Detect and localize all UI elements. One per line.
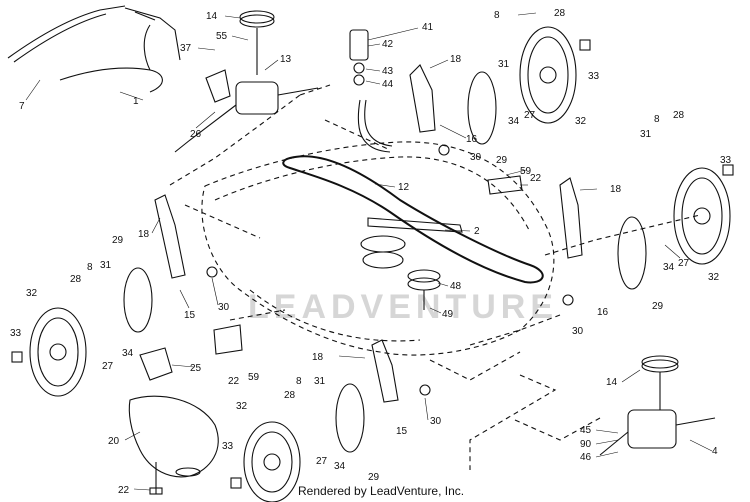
callout-33: 33 (10, 328, 22, 339)
callout-32: 32 (708, 272, 720, 283)
callout-34: 34 (122, 348, 134, 359)
callout-18: 18 (312, 352, 324, 363)
callout-27: 27 (316, 456, 328, 467)
callout-31: 31 (100, 260, 112, 271)
callout-14: 14 (606, 377, 618, 388)
callout-27: 27 (102, 361, 114, 372)
callout-7: 7 (19, 101, 25, 112)
callout-8: 8 (654, 114, 660, 125)
deflector (128, 395, 219, 478)
callout-29: 29 (496, 155, 508, 166)
callout-26: 26 (190, 129, 202, 140)
part-41-assembly (349, 29, 393, 153)
height-adjusters (154, 64, 583, 403)
callout-27: 27 (524, 110, 536, 121)
watermark: LEADVENTURE (248, 288, 558, 326)
hubcaps (123, 71, 647, 453)
credit-text: Rendered by LeadVenture, Inc. (298, 484, 465, 498)
callout-labels: 7 1 14 37 55 13 26 41 42 43 44 18 16 30 … (10, 8, 732, 496)
callout-18: 18 (610, 184, 622, 195)
callout-2: 2 (474, 226, 480, 237)
blade-assembly (360, 217, 463, 310)
callout-32: 32 (26, 288, 38, 299)
callout-30: 30 (572, 326, 584, 337)
callout-18: 18 (450, 54, 462, 65)
callout-28: 28 (284, 390, 296, 401)
callout-25: 25 (190, 363, 202, 374)
callout-8: 8 (87, 262, 93, 273)
leader-lines (25, 12, 713, 491)
callout-30: 30 (430, 416, 442, 427)
callout-29: 29 (112, 235, 124, 246)
callout-48: 48 (450, 281, 462, 292)
callout-30: 30 (470, 152, 482, 163)
wheel-bottom (243, 421, 301, 502)
callout-46: 46 (580, 452, 592, 463)
callout-31: 31 (314, 376, 326, 387)
callout-34: 34 (334, 461, 346, 472)
callout-18: 18 (138, 229, 150, 240)
callout-29: 29 (368, 472, 380, 483)
callout-32: 32 (236, 401, 248, 412)
callout-22: 22 (228, 376, 240, 387)
wheel-mid-right (673, 167, 731, 265)
mower-deck (169, 84, 701, 470)
callout-31: 31 (498, 59, 510, 70)
hardware (11, 39, 734, 495)
callout-44: 44 (382, 79, 394, 90)
callout-33: 33 (588, 71, 600, 82)
callout-15: 15 (396, 426, 408, 437)
handle-assembly (7, 5, 181, 93)
callout-42: 42 (382, 39, 394, 50)
callout-28: 28 (673, 110, 685, 121)
callout-16: 16 (597, 307, 609, 318)
drive-belt (282, 155, 544, 284)
callout-4: 4 (712, 446, 718, 457)
callout-16: 16 (466, 134, 478, 145)
callout-55: 55 (216, 31, 228, 42)
callout-13: 13 (280, 54, 292, 65)
callout-33: 33 (720, 155, 732, 166)
callout-8: 8 (494, 10, 500, 21)
callout-34: 34 (508, 116, 520, 127)
lower-transmission (599, 355, 716, 456)
callout-59: 59 (520, 166, 532, 177)
callout-41: 41 (422, 22, 434, 33)
callout-59: 59 (248, 372, 260, 383)
callout-27: 27 (678, 258, 690, 269)
callout-28: 28 (70, 274, 82, 285)
callout-12: 12 (398, 182, 410, 193)
callout-14: 14 (206, 11, 218, 22)
wheel-top-right (519, 26, 577, 124)
part-25-bracket (139, 347, 173, 381)
wheel-left (29, 307, 87, 397)
callout-31: 31 (640, 129, 652, 140)
callout-30: 30 (218, 302, 230, 313)
callout-37: 37 (180, 43, 192, 54)
callout-22: 22 (530, 173, 542, 184)
callout-8: 8 (296, 376, 302, 387)
callout-34: 34 (663, 262, 675, 273)
callout-22: 22 (118, 485, 130, 496)
callout-15: 15 (184, 310, 196, 321)
callout-90: 90 (580, 439, 592, 450)
callout-1: 1 (133, 96, 139, 107)
callout-49: 49 (442, 309, 454, 320)
callout-28: 28 (554, 8, 566, 19)
callout-29: 29 (652, 301, 664, 312)
callout-20: 20 (108, 436, 120, 447)
callout-45: 45 (580, 425, 592, 436)
callout-32: 32 (575, 116, 587, 127)
callout-33: 33 (222, 441, 234, 452)
upper-transmission (174, 10, 319, 153)
callout-43: 43 (382, 66, 394, 77)
